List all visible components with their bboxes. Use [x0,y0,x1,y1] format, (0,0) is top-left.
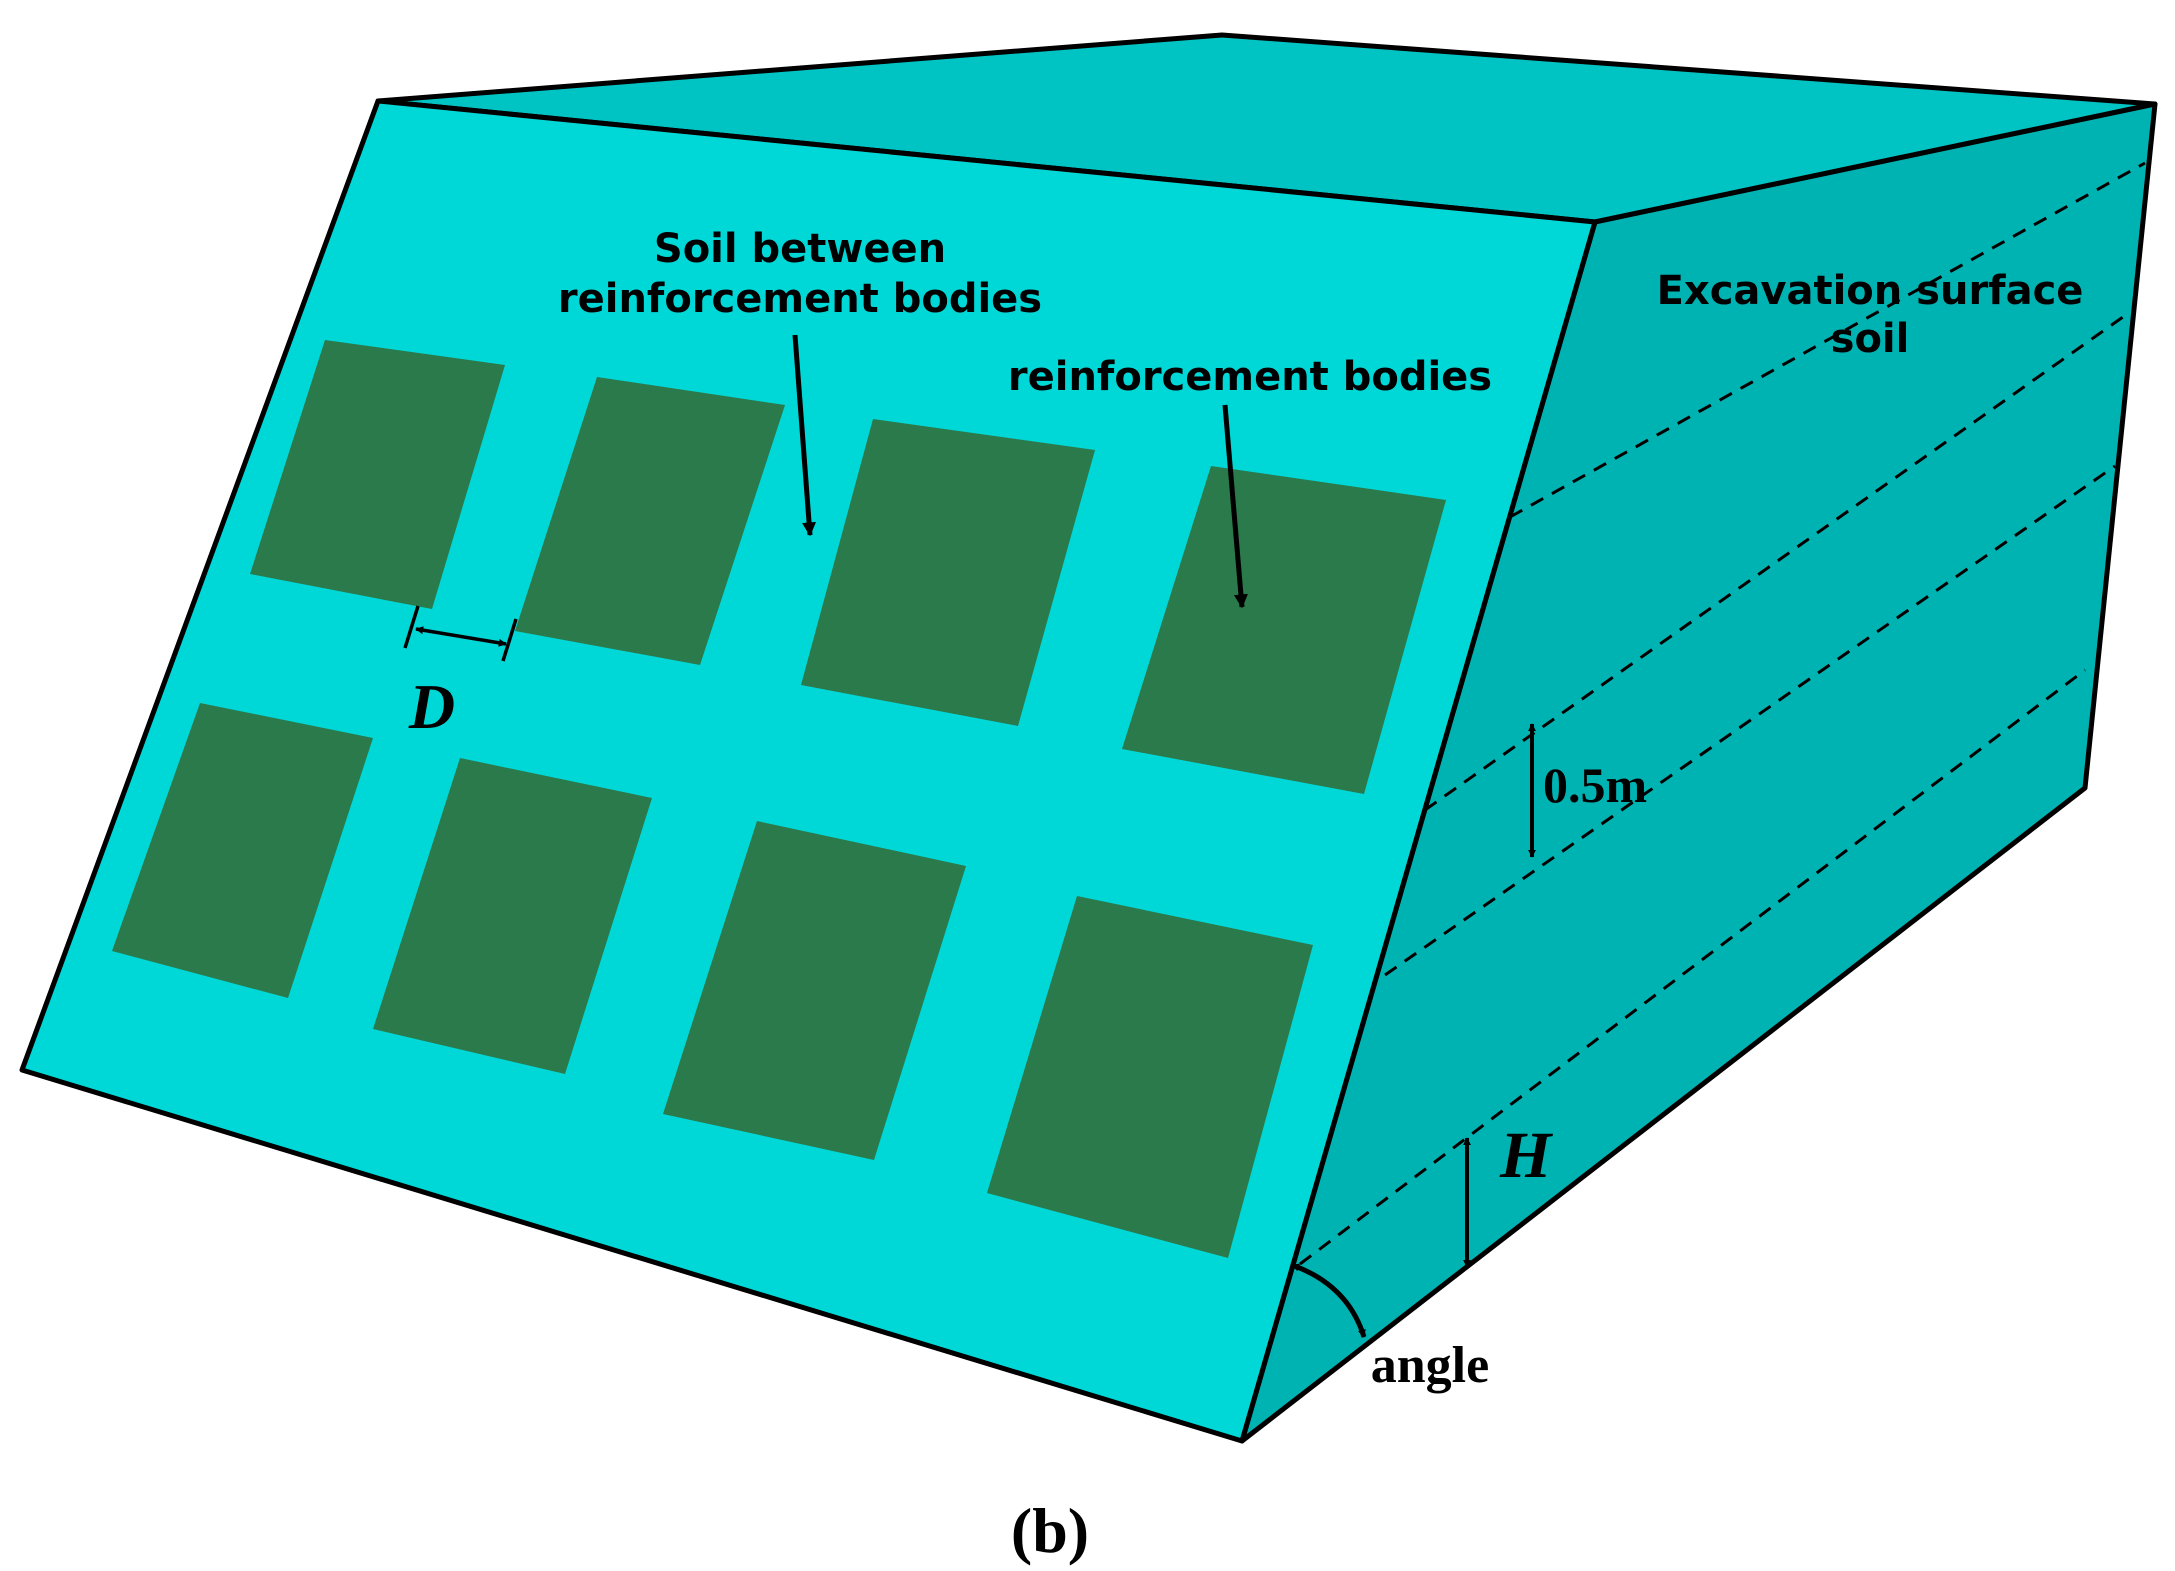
layer-thickness-label: 0.5m [1543,757,1647,813]
panel-label: (b) [1011,1495,1089,1566]
spacing-dimension [403,605,518,662]
reinforcement-body [373,758,652,1074]
layer-line [1384,464,2116,977]
reinforcement-body [663,821,966,1160]
angle-label: angle [1371,1337,1489,1394]
reinforcement-body [250,340,505,609]
height-label-H: H [1499,1119,1554,1192]
dimension-tick [403,605,420,649]
reinforcement-body [1122,466,1446,794]
reinforcement-body [801,419,1095,726]
reinforcement-bodies-label: reinforcement bodies [1008,354,1492,400]
excavation-layer-lines [1299,161,2146,1266]
reinforcement-body [112,703,373,998]
layer-line [1299,668,2086,1266]
layer-line [1509,161,2146,519]
reinforcement-body [515,377,785,665]
double-headed-arrow-icon [415,626,507,647]
arrow-down-icon [1222,404,1248,609]
excavation-label-line1: Excavation surface [1657,268,2084,314]
soil-between-label-line1: Soil between [654,226,946,272]
dimension-tick [501,618,518,662]
reinforcement-body [987,896,1313,1258]
spacing-label-D: D [408,671,455,742]
angle-arc [1291,1262,1367,1338]
arrow-down-icon [792,334,817,537]
soil-between-label-line2: reinforcement bodies [558,276,1042,322]
reinforcement-bodies [112,340,1446,1258]
excavation-label-line2: soil [1831,316,1910,362]
